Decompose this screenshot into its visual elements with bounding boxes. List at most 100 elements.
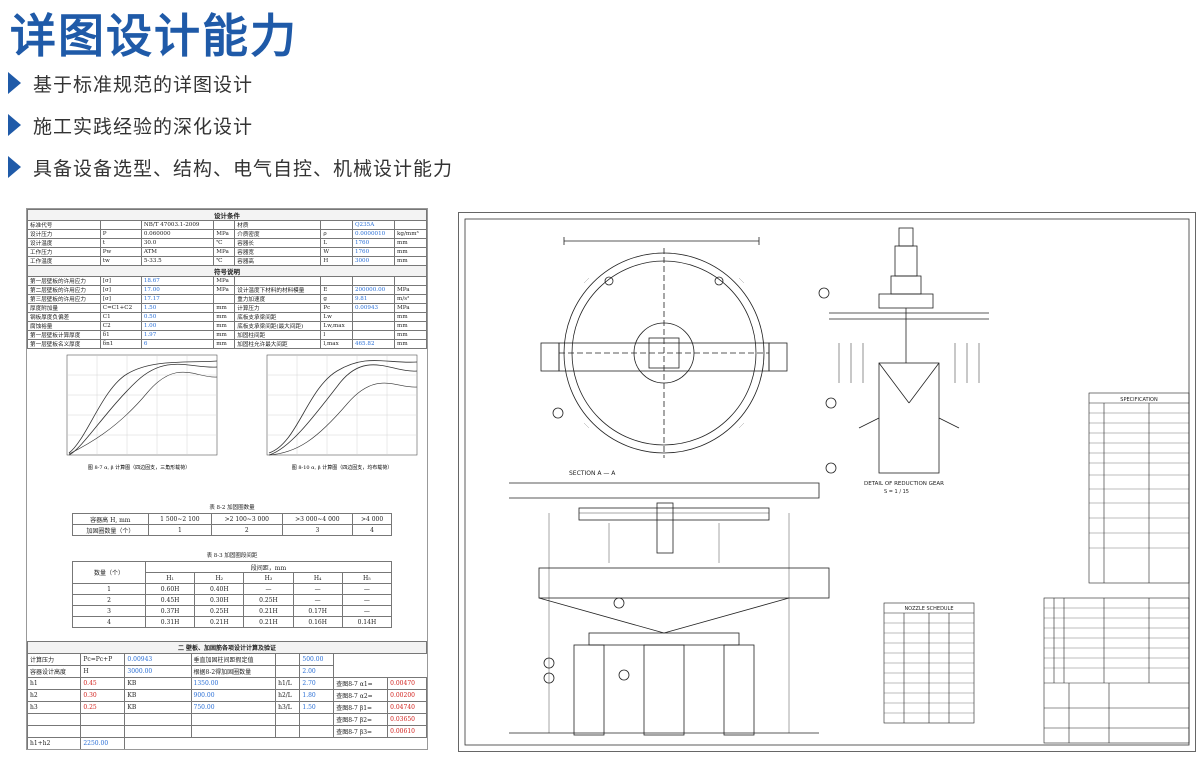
table-cell: KB (124, 689, 192, 702)
table-cell (275, 725, 301, 738)
table-cell: 0.40H (194, 583, 245, 595)
table-cell: 0.14H (341, 616, 393, 628)
table-cell: [σ] (99, 285, 142, 295)
table-header-cell: H₄ (292, 572, 343, 584)
table-cell: 3 (281, 524, 354, 536)
table-cell: mm (213, 321, 236, 331)
table-header-cell: H₂ (194, 572, 245, 584)
table-cell: 2.70 (299, 677, 335, 690)
table-cell: 30.0 (140, 238, 215, 248)
table-cell: mm (213, 339, 236, 349)
table-cell: 查图8-7 β3= (333, 725, 389, 738)
table-cell: KB (124, 701, 192, 714)
table-cell: 0.30 (80, 689, 126, 702)
bullet-item: 基于标准规范的详图设计 (8, 62, 453, 104)
table-cell: 0.25H (243, 594, 294, 606)
table-row: 查图8-7 β3=0.00610 (27, 725, 427, 738)
table-cell: 2 (72, 594, 146, 606)
table-cell: 0.60H (144, 583, 196, 595)
table-cell: 1760 (351, 247, 396, 257)
table-cell: W (320, 247, 353, 257)
table-cell (299, 725, 335, 738)
table-cell: C2 (99, 321, 142, 331)
table-cell: g (320, 294, 353, 304)
table-cell: NB/T 47003.1-2009 (140, 220, 215, 230)
table-cell: 容器高 (234, 256, 322, 266)
table-cell: 900.00 (190, 689, 277, 702)
table-cell (351, 330, 396, 340)
table-cell: MPa (213, 247, 236, 257)
bullet-text: 基于标准规范的详图设计 (33, 73, 254, 96)
table-cell (190, 713, 277, 726)
table-cell: 介质密度 (234, 229, 322, 239)
table-cell (351, 276, 396, 286)
table-cell (275, 665, 301, 678)
table-cell (80, 725, 126, 738)
table-header-cell: >2 100~3 000 (211, 513, 283, 525)
table-cell (27, 713, 82, 726)
table-cell: 0.21H (194, 616, 245, 628)
table-cell: 18.67 (140, 276, 215, 286)
table-cell (320, 276, 353, 286)
table-cell: 查图8-7 β1= (333, 701, 389, 714)
bullet-item: 施工实践经验的深化设计 (8, 104, 453, 146)
table-header-cell: H₁ (144, 572, 196, 584)
table-cell: 750.00 (190, 701, 277, 714)
table-cell: MPa (213, 276, 236, 286)
table-cell: h3/L (275, 701, 301, 714)
table-cell (275, 653, 301, 666)
table-cell: 0.00470 (387, 677, 427, 690)
table-cell: 厚度附加量 (27, 303, 101, 313)
table-cell: 垂直加固柱间距假定值 (190, 653, 277, 666)
table-cell: 3 (72, 605, 146, 617)
triangle-bullet-icon (8, 114, 21, 136)
table-cell: ATM (140, 247, 215, 257)
table-cell: C1 (99, 312, 142, 322)
table-cell: 容器长 (234, 238, 322, 248)
table-cell: mm (394, 321, 427, 331)
table-cell: 0.16H (292, 616, 343, 628)
table-cell: 0.00943 (124, 653, 192, 666)
table-cell: 3000.00 (191, 750, 276, 751)
detail-label: DETAIL OF REDUCTION GEAR (864, 481, 944, 487)
table-cell: — (341, 594, 393, 606)
table-cell: — (341, 605, 393, 617)
table-cell: mm (213, 330, 236, 340)
table-cell: 0.45H (144, 594, 196, 606)
bullet-text: 具备设备选型、结构、电气自控、机械设计能力 (33, 157, 454, 180)
table-cell: E (320, 285, 353, 295)
table-cell: 5-33.5 (140, 256, 215, 266)
table-cell: 0.25H (194, 605, 245, 617)
table-cell: mm (213, 312, 236, 322)
table-cell: KB (124, 677, 192, 690)
table-header-cell: >4 000 (352, 513, 392, 525)
table-cell: 2.00 (299, 665, 335, 678)
table-cell (213, 294, 236, 304)
table-cell: 加固柱间距 (234, 330, 322, 340)
table-cell: 6 (140, 339, 215, 349)
table-cell: 1350.00 (190, 677, 277, 690)
table-cell: P (99, 229, 142, 239)
table-cell: h2 (27, 689, 82, 702)
table-cell: 2 (211, 524, 283, 536)
bullet-item: 具备设备选型、结构、电气自控、机械设计能力 (8, 146, 453, 188)
table-header-cell: 容器高 H, mm (72, 513, 149, 525)
page-title: 详图设计能力 (10, 9, 298, 63)
table-cell: δn1 (99, 339, 142, 349)
table-header-cell: H₅ (341, 572, 393, 584)
table-cell: Q235A (351, 220, 396, 230)
table-cell (351, 312, 396, 322)
table-cell: 0.00943 (351, 303, 396, 313)
